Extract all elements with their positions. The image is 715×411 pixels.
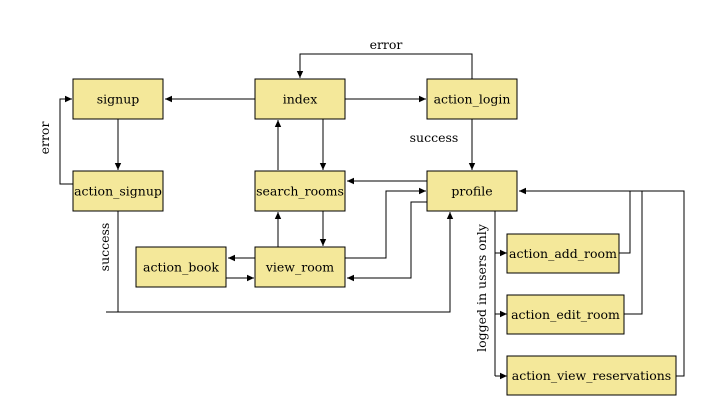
edge-labels: error success error success logged in us… bbox=[37, 37, 489, 352]
node-action-view-reservations-label: action_view_reservations bbox=[512, 368, 671, 383]
node-action-add-room[interactable]: action_add_room bbox=[506, 233, 620, 274]
node-signup[interactable]: signup bbox=[72, 78, 164, 120]
node-action-login-label: action_login bbox=[434, 92, 511, 107]
edge-label-signup-error: error bbox=[37, 122, 52, 155]
edge-label-login-error: error bbox=[370, 37, 403, 52]
edge-action-view-reservations-profile bbox=[519, 187, 685, 377]
edge-action-add-room-profile bbox=[619, 191, 631, 254]
node-signup-label: signup bbox=[97, 92, 140, 107]
edge-label-signup-success: success bbox=[97, 223, 112, 272]
node-action-book-label: action_book bbox=[143, 260, 219, 275]
node-action-add-room-label: action_add_room bbox=[509, 246, 617, 261]
node-action-signup[interactable]: action_signup bbox=[72, 170, 164, 212]
node-view-room[interactable]: view_room bbox=[254, 246, 346, 288]
edge-label-logged-in-only: logged in users only bbox=[474, 223, 489, 352]
edge-label-login-success: success bbox=[410, 130, 459, 145]
node-action-edit-room[interactable]: action_edit_room bbox=[506, 294, 625, 335]
node-action-login[interactable]: action_login bbox=[426, 78, 518, 120]
node-index-label: index bbox=[283, 92, 318, 107]
node-action-view-reservations[interactable]: action_view_reservations bbox=[506, 355, 677, 396]
node-profile-label: profile bbox=[451, 184, 492, 199]
edge-view-room-profile bbox=[345, 187, 426, 259]
edge-action-signup-profile bbox=[117, 210, 454, 313]
node-index[interactable]: index bbox=[254, 78, 346, 120]
edge-action-edit-room-profile bbox=[624, 191, 643, 315]
node-action-edit-room-label: action_edit_room bbox=[511, 307, 620, 322]
edges bbox=[59, 53, 685, 380]
edge-action-login-index-error bbox=[296, 53, 473, 79]
edge-action-signup-signup-error bbox=[59, 95, 73, 185]
node-view-room-label: view_room bbox=[265, 260, 334, 275]
node-profile[interactable]: profile bbox=[426, 170, 518, 212]
node-search-rooms[interactable]: search_rooms bbox=[254, 170, 346, 212]
edge-profile-view-room bbox=[347, 201, 427, 282]
node-action-signup-label: action_signup bbox=[74, 184, 162, 199]
node-search-rooms-label: search_rooms bbox=[256, 184, 344, 199]
node-action-book[interactable]: action_book bbox=[135, 246, 227, 288]
